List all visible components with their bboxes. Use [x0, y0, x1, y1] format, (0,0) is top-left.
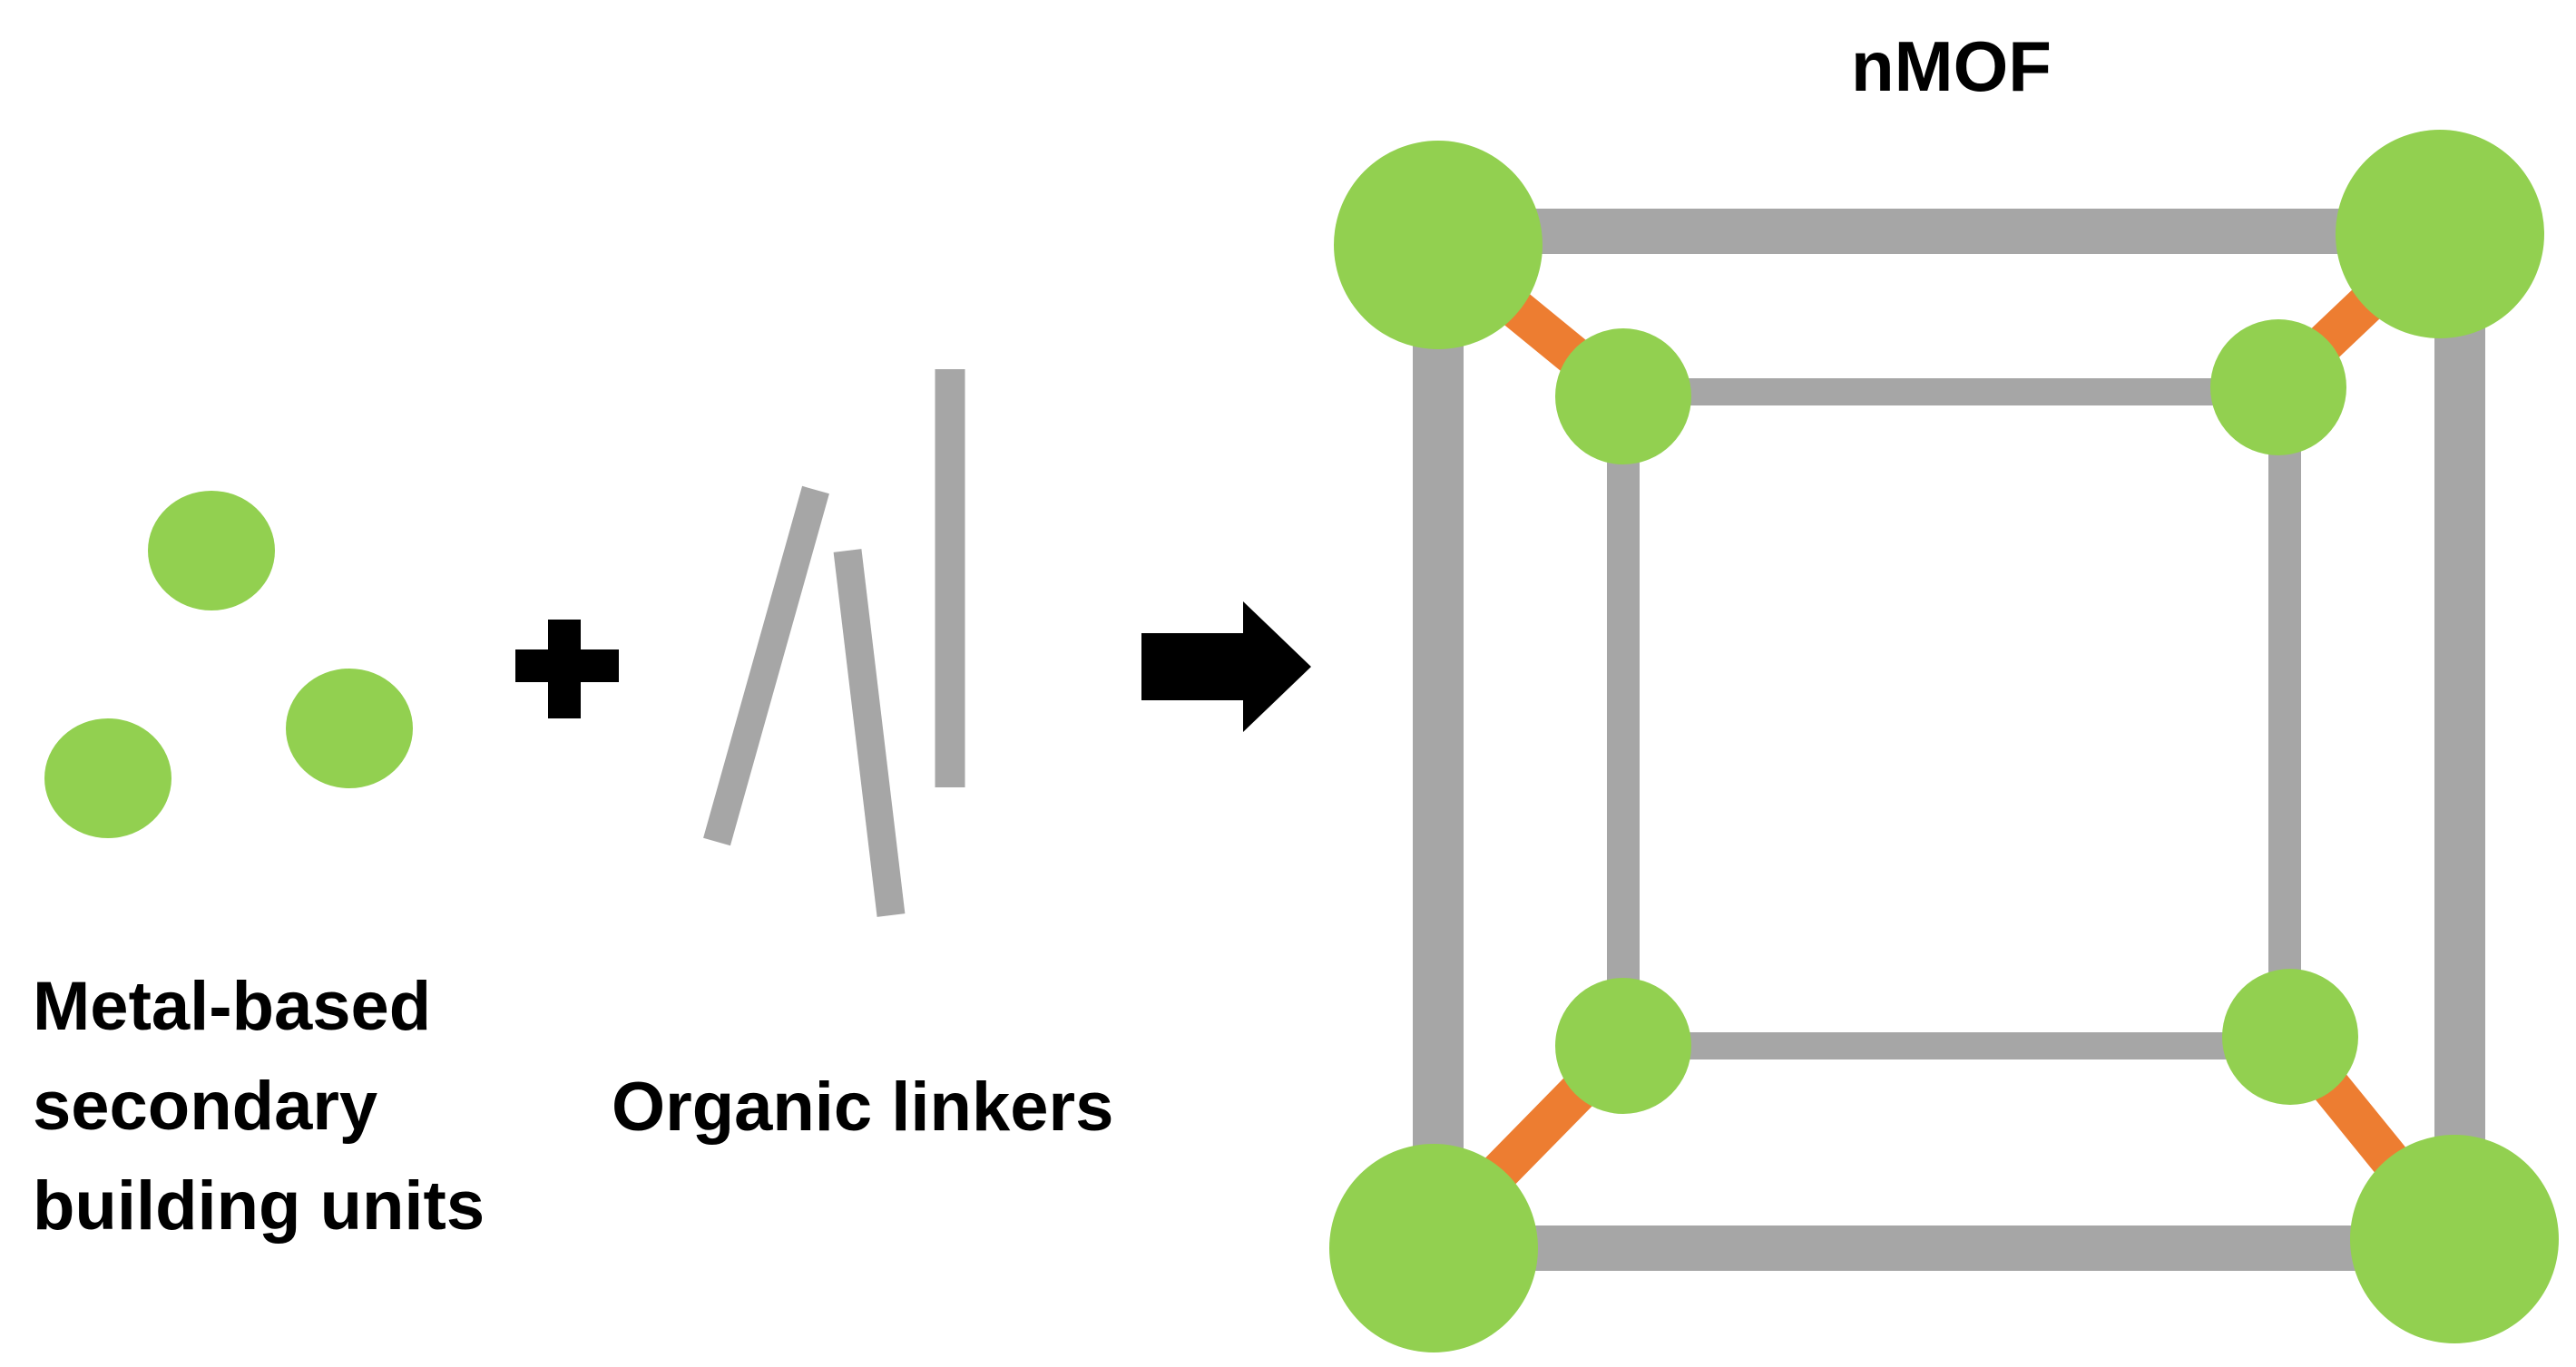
outer-node-bottom-left [1329, 1144, 1538, 1352]
outer-node-top-right [2336, 130, 2544, 338]
organic-linker [703, 485, 829, 846]
organic-linkers-label: Organic linkers [612, 1069, 1114, 1146]
sbu-label: Metal-based secondary building units [33, 957, 485, 1256]
outer-node-top-left [1334, 141, 1543, 349]
nmof-cube [1329, 130, 2559, 1352]
sbu-node [148, 491, 275, 610]
sbu-label-line-3: building units [33, 1167, 485, 1245]
inner-node-top-right [2210, 319, 2346, 455]
right-arrow-icon [1141, 601, 1311, 732]
sbu-label-line-1: Metal-based [33, 968, 432, 1045]
inner-node-bottom-left [1555, 978, 1691, 1114]
outer-nodes [1329, 130, 2559, 1352]
outer-frame [1413, 209, 2485, 1271]
inner-frame [1607, 378, 2301, 1059]
sbu-label-line-2: secondary [33, 1068, 378, 1145]
inner-nodes [1555, 319, 2358, 1114]
outer-node-bottom-right [2350, 1135, 2559, 1343]
inner-node-top-left [1555, 328, 1691, 464]
free-sbu-group [44, 491, 413, 838]
sbu-node [286, 669, 413, 788]
plus-icon [515, 620, 619, 718]
free-linkers-group [703, 369, 965, 917]
nmof-label: nMOF [1851, 26, 2052, 106]
sbu-node [44, 718, 171, 838]
inner-node-bottom-right [2222, 969, 2358, 1105]
organic-linker [833, 549, 906, 917]
